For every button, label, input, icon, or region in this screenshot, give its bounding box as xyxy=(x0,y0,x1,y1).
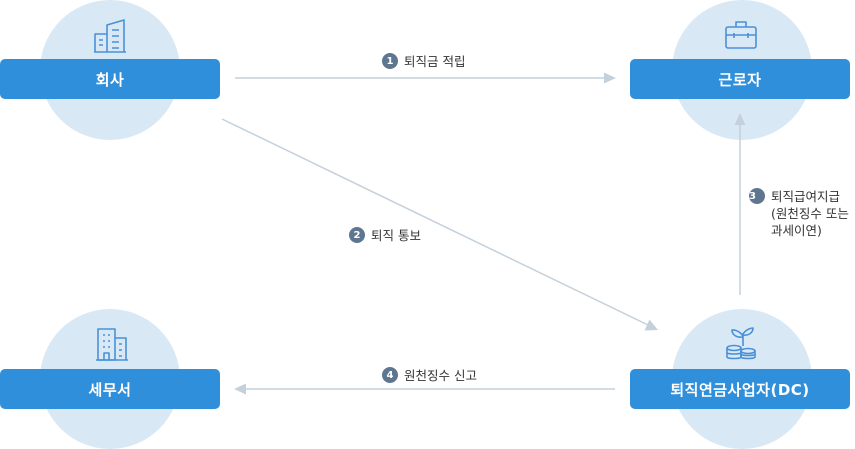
arrow-company-to-provider xyxy=(221,118,649,326)
connector-arrows xyxy=(221,72,746,395)
company-node: 회사 xyxy=(0,59,220,99)
step-3-text: 퇴직급여지급 (원천징수 또는 과세이연) xyxy=(771,188,849,239)
office-building-icon xyxy=(94,19,126,53)
step-1-label: 1 퇴직금 적립 xyxy=(382,53,465,70)
tax-office-node: 세무서 xyxy=(0,369,220,409)
step-2-badge: 2 xyxy=(349,227,365,243)
provider-node: 퇴직연금사업자(DC) xyxy=(630,369,850,409)
step-3-line-2: (원천징수 또는 xyxy=(771,206,849,221)
arrowhead-tax-office xyxy=(234,383,246,395)
arrowhead-worker-up xyxy=(734,113,746,125)
step-3-badge: 3 xyxy=(749,188,765,204)
step-3-line-1: 퇴직급여지급 xyxy=(771,189,841,204)
step-2-label: 2 퇴직 통보 xyxy=(349,227,421,244)
coin-plant-icon xyxy=(726,327,756,360)
step-3-label: 3 퇴직급여지급 (원천징수 또는 과세이연) xyxy=(749,188,849,239)
arrowhead-provider xyxy=(644,319,658,331)
step-4-text: 원천징수 신고 xyxy=(404,368,477,383)
step-4-badge: 4 xyxy=(382,367,398,383)
tax-office-building-icon xyxy=(96,328,128,361)
step-2-text: 퇴직 통보 xyxy=(371,228,421,243)
worker-node: 근로자 xyxy=(630,59,850,99)
step-1-text: 퇴직금 적립 xyxy=(404,54,466,69)
arrowhead-worker xyxy=(604,72,616,84)
step-1-badge: 1 xyxy=(382,53,398,69)
step-4-label: 4 원천징수 신고 xyxy=(382,367,477,384)
step-3-line-3: 과세이연) xyxy=(771,223,822,238)
briefcase-icon xyxy=(725,21,757,49)
